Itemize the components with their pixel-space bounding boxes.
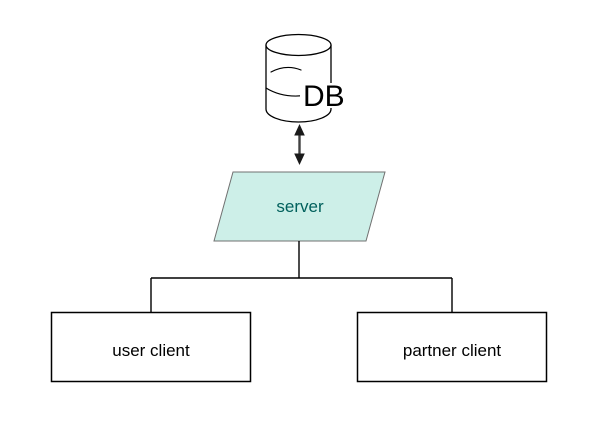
server-node: server (213, 171, 386, 242)
user-client-node: user client (50, 311, 252, 383)
user-client-box (50, 311, 252, 383)
db-label-bg (300, 83, 347, 108)
user-client-label: user client (112, 341, 190, 360)
db-cylinder-top (265, 33, 332, 57)
db-node: DB (265, 33, 347, 123)
server-clients-connector (150, 241, 453, 312)
server-label: server (276, 197, 324, 216)
partner-client-box (356, 311, 548, 383)
partner-client-label: partner client (403, 341, 502, 360)
db-cylinder-sketch-line-1 (270, 66, 302, 73)
db-label: DB (303, 80, 345, 113)
partner-client-node: partner client (356, 311, 548, 383)
arrowhead-down-icon (294, 153, 305, 165)
db-server-edge (294, 124, 305, 165)
arrowhead-up-icon (294, 124, 305, 136)
server-shape (213, 171, 386, 242)
